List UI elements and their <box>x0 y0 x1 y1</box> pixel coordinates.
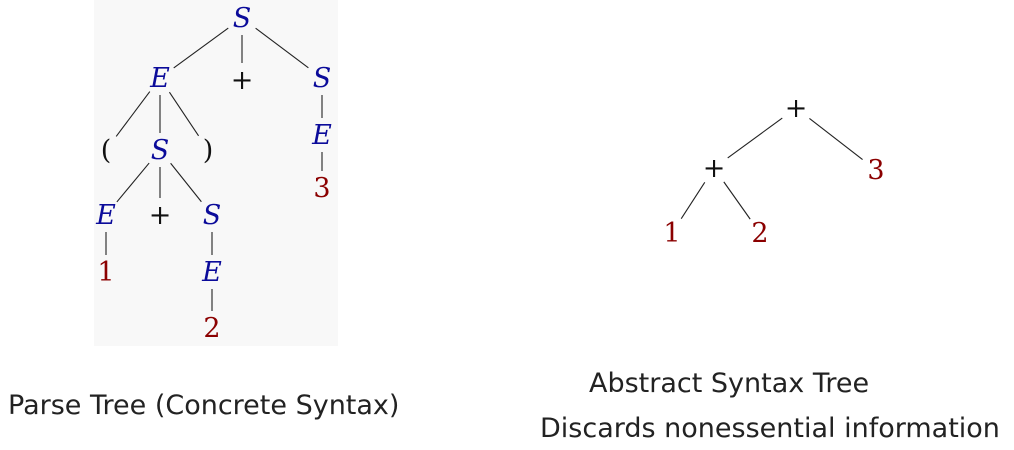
parse-tree-node: 2 <box>203 313 220 344</box>
parse-tree-edge <box>170 162 202 203</box>
parse-tree-node: 1 <box>97 257 114 288</box>
ast-caption-subtitle: Discards nonessential information <box>540 413 1000 444</box>
parse-tree-node: E <box>201 257 222 288</box>
parse-tree-edge <box>115 91 151 137</box>
parse-tree-node: S <box>313 63 332 94</box>
ast-node: + <box>703 153 726 184</box>
ast-node: 3 <box>867 155 884 186</box>
parse-tree-edges <box>105 27 323 311</box>
parse-tree-node: 3 <box>313 173 330 204</box>
parse-tree-edge <box>168 91 200 137</box>
ast-edge <box>680 181 706 220</box>
ast-node: 2 <box>751 218 768 249</box>
parse-tree-node: ( <box>101 135 112 166</box>
parse-tree-node: S <box>233 3 252 34</box>
parse-tree-node: S <box>203 200 222 231</box>
parse-tree-caption: Parse Tree (Concrete Syntax) <box>8 390 400 421</box>
ast-edge <box>723 181 751 220</box>
parse-tree-node: + <box>149 200 172 231</box>
parse-tree-background <box>94 0 338 346</box>
ast-edge <box>809 117 863 161</box>
ast-edges <box>680 117 863 220</box>
parse-tree-node: E <box>95 200 116 231</box>
parse-tree-node: ) <box>203 135 214 166</box>
parse-tree-node: + <box>231 65 254 96</box>
parse-tree-node: E <box>149 63 170 94</box>
parse-tree-edge <box>173 27 229 69</box>
parse-tree-node: S <box>151 135 170 166</box>
ast-edge <box>727 117 783 159</box>
ast-node: + <box>785 93 808 124</box>
ast-node: 1 <box>663 218 680 249</box>
parse-tree-edge <box>255 27 309 69</box>
abstract-syntax-tree: + +3 1 2 <box>663 93 884 249</box>
parse-tree-node: E <box>311 120 332 151</box>
parse-tree-edge <box>116 162 150 203</box>
ast-caption-title: Abstract Syntax Tree <box>589 368 870 399</box>
